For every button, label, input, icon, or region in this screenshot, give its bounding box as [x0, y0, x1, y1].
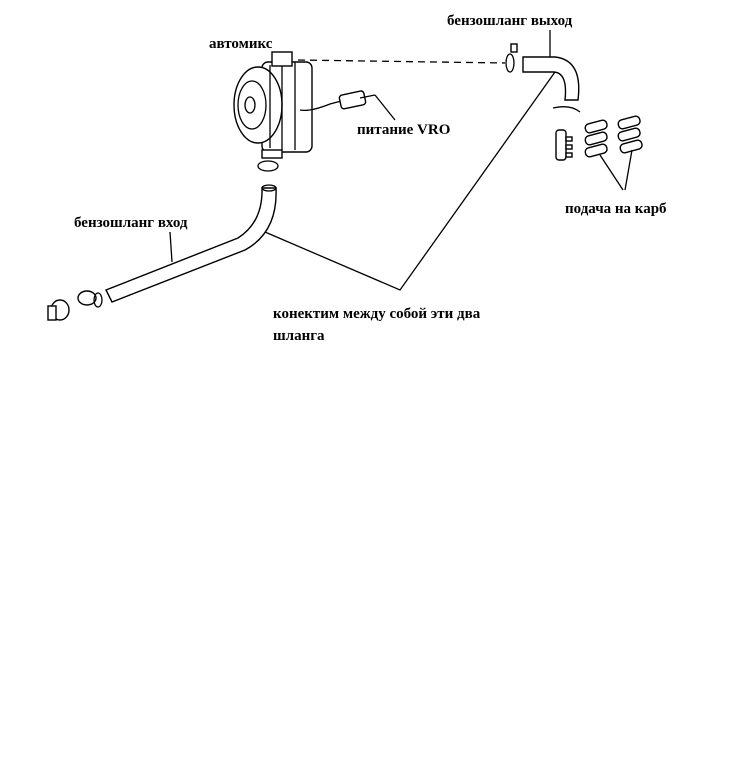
carb-distributor	[555, 115, 643, 191]
label-vro-power: питание VRO	[357, 122, 450, 138]
label-fuel-hose-out: бензошланг выход	[447, 13, 573, 29]
label-to-carb: подача на карб	[565, 201, 667, 217]
dashed-connection-line	[297, 59, 506, 64]
label-connect-note-1: конектим между собой эти два	[273, 306, 481, 322]
label-automix: автомикс	[209, 36, 273, 52]
inlet-leader-line	[169, 231, 173, 263]
inlet-fittings	[47, 290, 103, 321]
label-fuel-hose-in: бензошланг вход	[74, 215, 188, 231]
outlet-hose	[522, 56, 580, 101]
automix-pump	[233, 51, 396, 159]
vro-leader-line	[374, 94, 396, 121]
outlet-clamp-icon	[505, 53, 515, 73]
clamp-icon	[257, 160, 279, 172]
inlet-hose	[105, 187, 277, 303]
label-connect-note-2: шланга	[273, 328, 325, 344]
connect-line	[264, 71, 556, 291]
